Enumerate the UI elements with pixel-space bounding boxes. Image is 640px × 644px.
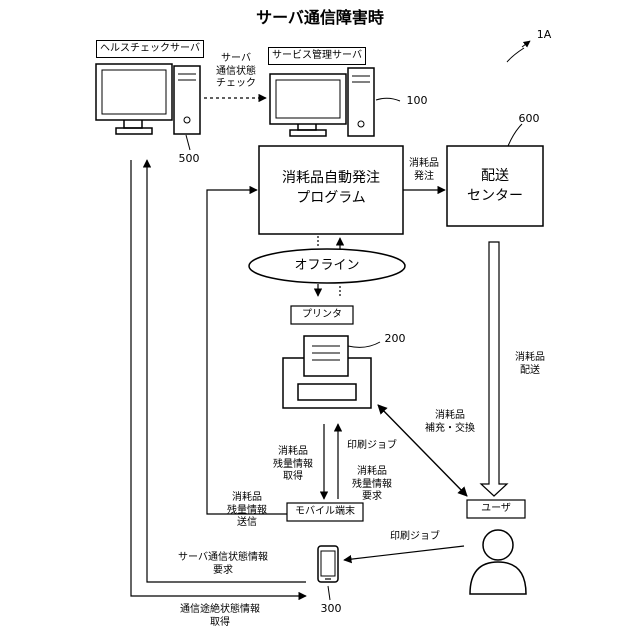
health-server-label-box: ヘルスチェックサーバ (96, 40, 204, 58)
print-job-user-label: 印刷ジョブ (380, 531, 450, 544)
delivery-label: 消耗品 配送 (505, 352, 555, 377)
order-label: 消耗品 発注 (402, 158, 446, 183)
program-label: 消耗品自動発注 プログラム (259, 168, 403, 209)
delivery-arrow (481, 242, 507, 496)
printer-ref: 200 (380, 332, 410, 346)
mobile-ref: 300 (316, 602, 346, 616)
health-server-label: ヘルスチェックサーバ (97, 43, 203, 56)
service-server-label-box: サービス管理サーバ (268, 47, 366, 65)
delivery-center-label: 配送 センター (447, 166, 543, 207)
remaining-request-label: 消耗品 残量情報 要求 (340, 466, 404, 504)
remaining-get-label: 消耗品 残量情報 取得 (264, 446, 322, 484)
offline-label: オフライン (267, 258, 387, 274)
disconnect-get-label: 通信途絶状態情報 取得 (160, 604, 280, 629)
status-check-label: サーバ 通信状態 チェック (196, 53, 276, 91)
delivery-center-ref: 600 (514, 112, 544, 126)
print-job-printer-label: 印刷ジョブ (342, 440, 402, 453)
remaining-send-label: 消耗品 残量情報 送信 (212, 492, 282, 530)
health-server-pc-icon (96, 64, 200, 134)
diagram-title: サーバ通信障害時 (230, 8, 410, 28)
service-server-label: サービス管理サーバ (269, 50, 365, 63)
printer-label: プリンタ (291, 309, 353, 322)
service-server-pc-icon (270, 68, 374, 136)
user-label: ユーザ (467, 503, 525, 516)
health-server-ref: 500 (174, 152, 204, 166)
figure-ref: 1A (532, 28, 556, 42)
smartphone-icon (318, 546, 338, 582)
service-server-ref: 100 (402, 94, 432, 108)
replace-label: 消耗品 補充・交換 (418, 410, 482, 435)
user-icon (470, 530, 526, 594)
mobile-label: モバイル端末 (287, 506, 363, 519)
status-request-label: サーバ通信状態情報 要求 (158, 552, 288, 577)
